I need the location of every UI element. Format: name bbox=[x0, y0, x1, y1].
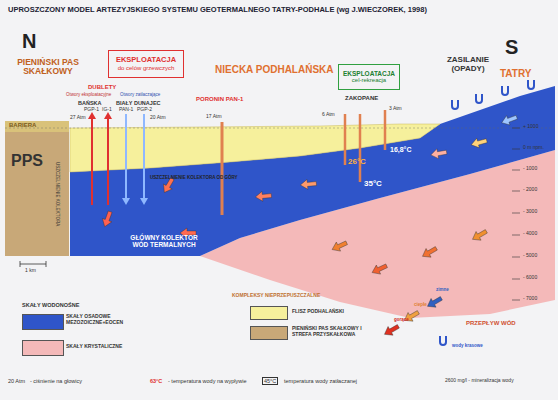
legend-heading: KOMPLEKSY NIEPRZEPUSZCZALNE bbox=[232, 293, 320, 299]
barrier-strip bbox=[5, 121, 69, 132]
legend-text: SKAŁY KRYSTALICZNE bbox=[66, 344, 122, 350]
region-name: TATRY bbox=[500, 68, 531, 79]
axis-label: - 1000 bbox=[523, 166, 537, 172]
flow-legend-samples bbox=[382, 294, 446, 345]
compass-letter: N bbox=[22, 30, 36, 52]
pressure-value: 27 Atm bbox=[70, 115, 86, 121]
flow-arrows bbox=[100, 113, 518, 278]
region-name: NIECKA PODHALAŃSKA bbox=[215, 64, 334, 75]
legend-swatch bbox=[250, 306, 288, 320]
pressure-value: 17 Atm bbox=[206, 114, 222, 120]
note-key: 45°C bbox=[262, 377, 278, 385]
note-text: temperatura wody zatłaczanej bbox=[284, 378, 357, 384]
legend-swatch bbox=[250, 326, 288, 340]
pressure-value: 3 Atm bbox=[389, 106, 402, 112]
well-note: Otwory zatłaczające bbox=[120, 93, 160, 98]
legend-text: gorące bbox=[394, 318, 409, 323]
well-note: Otwory eksploatacyjne bbox=[66, 93, 111, 98]
exploitation-box: EKSPLOATACJAcel-rekreacja bbox=[338, 64, 400, 90]
axis-ticks bbox=[512, 128, 520, 300]
axis-label: - 3000 bbox=[523, 209, 537, 215]
legend-text: wody krasowe bbox=[452, 344, 483, 349]
axis-label: - 2000 bbox=[523, 187, 537, 193]
note-key: 20 Atm bbox=[8, 378, 25, 384]
ground-reference bbox=[5, 128, 555, 129]
well-name: PAN-1 bbox=[119, 107, 133, 113]
well-name: IG-1 bbox=[102, 107, 112, 113]
temperature-value: 35°C bbox=[364, 180, 382, 189]
pressure-value: 20 Atm bbox=[150, 115, 166, 121]
legend-heading: PRZEPŁYW WÓD bbox=[466, 320, 516, 327]
box-heading: EKSPLOATACJA bbox=[343, 70, 395, 77]
box-text: USZCZELNIENIE KOLEKTORA bbox=[55, 162, 60, 226]
well-name: PGP-1 bbox=[84, 107, 99, 113]
scale-bar bbox=[20, 261, 46, 267]
layer-note: GŁÓWNY KOLEKTOR WÓD TERMALNYCH bbox=[122, 234, 206, 248]
axis-label: + 1000 bbox=[523, 124, 538, 130]
box-text: do celów grzewczych bbox=[118, 65, 175, 72]
well-group: DUBLETY bbox=[88, 84, 116, 91]
place-name: BAŃSKA bbox=[78, 100, 102, 106]
layer-note: USZCZELNIENIE KOLEKTORA OD GÓRY bbox=[150, 176, 238, 181]
region-name: PIENIŃSKI PAS SKAŁKOWY bbox=[8, 58, 88, 77]
well-name: PGP-2 bbox=[137, 107, 152, 113]
legend-text: SKAŁY OSADOWE MEZOZOICZNE+EOCEN bbox=[66, 314, 140, 325]
exploitation-box: EKSPLOATACJAdo celów grzewczych bbox=[108, 50, 184, 78]
place-name: ZAKOPANE bbox=[345, 95, 378, 102]
barrier-label: BARIERA bbox=[9, 122, 36, 129]
diagram-title: UPROSZCZONY MODEL ARTEZYJSKIEGO SYSTEMU … bbox=[8, 6, 427, 14]
place-name: BIAŁY DUNAJEC bbox=[116, 100, 161, 106]
axis-label: - 7000 bbox=[523, 296, 537, 302]
wells bbox=[88, 110, 385, 215]
note-text: - temperatura wody na wypływie bbox=[168, 378, 247, 384]
note-key: 63°C bbox=[150, 378, 162, 384]
legend-text: ciepłe bbox=[414, 303, 427, 308]
note-text: 2600 mg/l - mineralizacja wody bbox=[445, 378, 514, 384]
temperature-value: 16,8°C bbox=[390, 146, 411, 154]
box-text: cel-rekreacja bbox=[352, 77, 386, 84]
axis-label: - 5000 bbox=[523, 253, 537, 259]
axis-label: 0 m npm. bbox=[523, 145, 544, 151]
axis-label: - 6000 bbox=[523, 275, 537, 281]
legend-swatch bbox=[22, 314, 64, 330]
legend-text: FLISZ PODHALAŃSKI bbox=[292, 309, 344, 315]
compass-letter: S bbox=[505, 36, 518, 58]
box-heading: PPS bbox=[11, 152, 43, 170]
legend-text: zimne bbox=[436, 288, 449, 293]
rock-block: PPS USZCZELNIENIE KOLEKTORA bbox=[5, 132, 69, 256]
box-heading: EKSPLOATACJA bbox=[116, 56, 176, 65]
note-text: - ciśnienie na głowicy bbox=[30, 378, 82, 384]
recharge-marks bbox=[452, 80, 534, 109]
legend-heading: SKAŁY WODONOŚNE bbox=[22, 302, 79, 308]
recharge-label: ZASILANIE (OPADY) bbox=[436, 56, 500, 74]
legend-swatch bbox=[22, 340, 64, 356]
scale-label: 1 km bbox=[25, 268, 36, 274]
well-name: PORONIN PAN-1 bbox=[196, 96, 243, 103]
pressure-value: 6 Atm bbox=[322, 112, 335, 118]
legend-text: PIENIŃSKI PAS SKAŁKOWY I STREFA PRZYSKAŁ… bbox=[292, 326, 376, 337]
temperature-value: 26°C bbox=[348, 158, 366, 167]
axis-label: - 4000 bbox=[523, 231, 537, 237]
aquifer-layer bbox=[70, 86, 555, 256]
